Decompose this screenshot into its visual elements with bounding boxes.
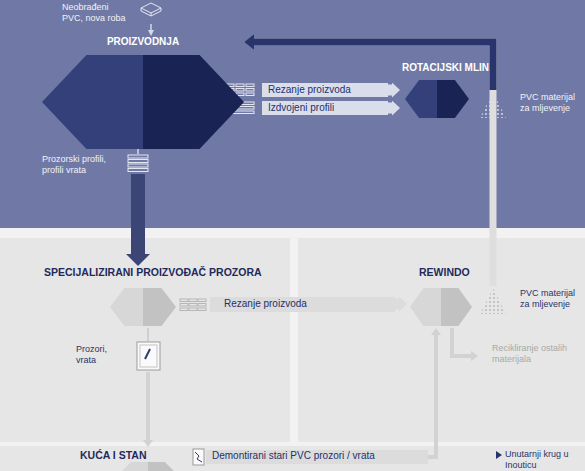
node-label: Recikliranje ostalih materijala [492, 343, 574, 365]
process-hexagon: REWINDO [407, 266, 477, 328]
recycler-panel [298, 238, 585, 442]
material-label: Recikliranje ostalih materijala [478, 343, 578, 367]
flow-band: Demontirani stari PVC prozori / vrata [206, 450, 428, 464]
node-heading: ROTACIJSKI MLIN [402, 62, 489, 74]
hexagon-face [405, 80, 437, 118]
product-label: Prozorski profili, profili vrata [40, 154, 150, 174]
flow-connector [150, 24, 152, 30]
cutting-icon [180, 299, 206, 311]
hexagon-face [118, 462, 148, 471]
hexagon-outline [110, 288, 176, 326]
node-label: Prozorski profili, profili vrata [42, 154, 128, 176]
hexagon-face [42, 55, 143, 149]
profile-stack-icon [128, 155, 148, 172]
node-label: Rezanje proizvoda [268, 84, 351, 96]
process-hexagon: ROTACIJSKI MLIN [400, 62, 490, 120]
flow-connector [395, 299, 399, 310]
flow-band: Rezanje proizvoda [262, 83, 388, 97]
flow-connector [131, 174, 145, 254]
flow-band: Izdvojeni profili [262, 101, 388, 115]
flow-connector [137, 149, 139, 154]
process-hexagon: PROIZVODNJA [42, 36, 244, 149]
node-heading: SPECIJALIZIRANI PROIZVOĐAČ PROZORA [44, 266, 262, 279]
input-label: Neobrađeni PVC, nova roba [62, 2, 164, 24]
node-label: Neobrađeni PVC, nova roba [62, 2, 132, 24]
node-label: Rezanje proizvoda [224, 298, 307, 310]
hexagon-face [143, 55, 244, 149]
home-panel [0, 446, 585, 471]
flow-connector [146, 372, 150, 440]
hexagon-outline [405, 80, 469, 118]
node-label: Prozori, vrata [76, 344, 126, 366]
regrind-dots [480, 92, 506, 118]
hexagon-outline [410, 288, 472, 326]
hexagon-face [110, 288, 143, 326]
node-label: Demontirani stari PVC prozori / vrata [212, 450, 375, 462]
old-window-icon [193, 449, 204, 465]
node-label: Izdvojeni profili [268, 102, 334, 114]
manufacturer-panel [0, 238, 290, 442]
node-heading: KUĆA I STAN [80, 449, 147, 462]
flow-connector [452, 328, 471, 356]
flow-band: Rezanje proizvoda [210, 297, 395, 312]
material-label: PVC materijal za mljevenje [478, 90, 583, 118]
legend-marker-shape [496, 451, 502, 459]
hexagon-face [148, 462, 178, 471]
node-heading: REWINDO [419, 266, 470, 279]
flow-connector [388, 85, 392, 96]
window-icon [137, 342, 160, 370]
material-label: PVC materijal za mljevenje [478, 286, 583, 314]
product-label: Prozori, vrata [74, 341, 162, 372]
process-hexagon: KUĆA I STAN [78, 447, 183, 471]
hexagon-face [410, 288, 441, 326]
node-label: PVC materijal za mljevenje [520, 92, 582, 114]
flow-connector [428, 335, 436, 457]
hexagon-face [441, 288, 472, 326]
node-label: PVC materijal za mljevenje [520, 288, 582, 310]
hexagon-outline [118, 462, 178, 471]
hexagon-face [437, 80, 469, 118]
flow-connector [147, 328, 149, 341]
legend-text: Unutarnji krug u Inouticu [505, 449, 583, 471]
regrind-dots [480, 288, 506, 314]
flow-connector [254, 42, 493, 286]
raw-material-icon [141, 3, 161, 16]
flow-connector [388, 103, 392, 114]
hexagon-outline [42, 55, 244, 149]
legend-marker [496, 451, 502, 459]
node-heading: PROIZVODNJA [42, 36, 244, 48]
production-zone [0, 0, 585, 228]
hexagon-face [143, 288, 176, 326]
